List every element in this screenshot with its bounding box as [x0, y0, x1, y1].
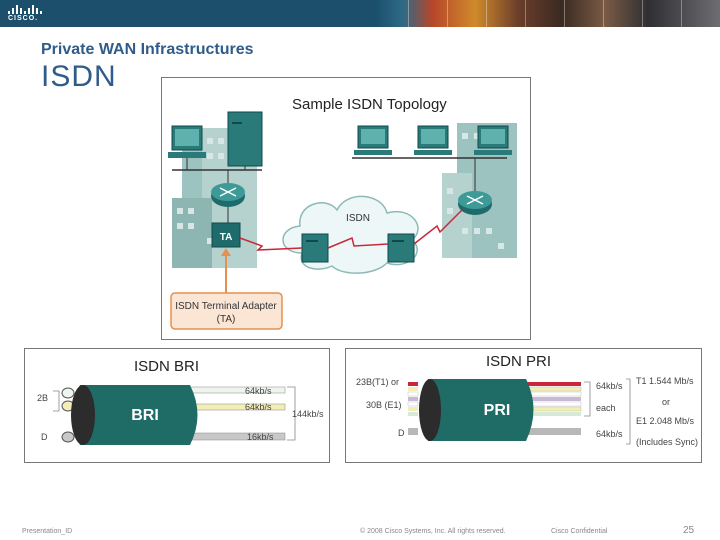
right-router-icon: [458, 158, 492, 215]
header-banner: CISCO.: [0, 0, 720, 27]
isdn-switch-icon-2: [387, 233, 415, 263]
banner-background: [0, 0, 720, 27]
bri-cable-label: BRI: [131, 407, 159, 424]
server-icon: [227, 111, 263, 170]
bri-wire-end-1: [61, 387, 75, 399]
pri-t1-label: 23B(T1) or: [356, 377, 399, 387]
ta-label: TA: [220, 232, 233, 243]
cisco-logo-icon: [8, 5, 44, 14]
right-pc-icon-3: [474, 125, 512, 155]
pri-d-label: D: [398, 428, 405, 438]
pri-total-bracket: [626, 378, 631, 445]
isdn-switch-icon-1: [301, 233, 329, 263]
bri-cable-body: [72, 385, 198, 445]
pri-cable-end: [419, 379, 441, 441]
topology-diagram: TA ISDN ISDN: [168, 111, 517, 330]
page-number: 25: [683, 525, 695, 536]
topology-title: Sample ISDN Topology: [292, 96, 447, 113]
pri-e1-label: 30B (E1): [366, 400, 402, 410]
callout-line-2: (TA): [217, 314, 236, 325]
pri-includes: (Includes Sync): [636, 437, 698, 447]
bri-bracket: [53, 390, 60, 412]
bri-cable-end: [71, 385, 95, 445]
slide-title: ISDN: [41, 60, 117, 93]
pri-rate-2: 64kb/s: [596, 429, 623, 439]
cloud-label: ISDN: [346, 213, 370, 224]
callout-line-1: ISDN Terminal Adapter: [175, 301, 277, 312]
isdn-link-middle: [327, 236, 389, 249]
pri-cable-body: [421, 379, 534, 441]
pri-cable-diagram: 23B(T1) or 30B (E1) D PRI 64kb/s each 64…: [356, 376, 698, 447]
terminal-adapter-icon: TA: [211, 207, 241, 248]
pri-t1: T1 1.544 Mb/s: [636, 376, 694, 386]
bri-d-label: D: [41, 432, 48, 442]
cisco-logo: CISCO.: [8, 5, 44, 23]
pri-title: ISDN PRI: [486, 353, 552, 370]
left-pc-icon: [168, 125, 206, 170]
bri-total-bracket: [287, 386, 296, 441]
pri-b-bracket: [584, 381, 591, 417]
pri-cable-label: PRI: [484, 402, 511, 419]
bri-rate-1: 64kb/s: [245, 386, 272, 396]
bri-total: 144kb/s: [292, 409, 324, 419]
isdn-link-left: [239, 237, 303, 251]
pri-or: or: [662, 397, 670, 407]
bri-2b-label: 2B: [37, 393, 48, 403]
bri-rate-2: 64kb/s: [245, 402, 272, 412]
bri-title: ISDN BRI: [134, 358, 200, 375]
pri-rate-1: 64kb/s: [596, 381, 623, 391]
footer-copyright: © 2008 Cisco Systems, Inc. All rights re…: [360, 528, 506, 535]
right-pc-icon-2: [414, 125, 452, 155]
footer-confidential: Cisco Confidential: [551, 528, 608, 535]
banner-photo-strip: [408, 0, 720, 27]
cisco-logo-text: CISCO.: [8, 15, 39, 22]
bri-rate-3: 16kb/s: [247, 432, 274, 442]
ta-callout: ISDN Terminal Adapter (TA): [170, 292, 283, 330]
pri-e1: E1 2.048 Mb/s: [636, 416, 695, 426]
bri-cable-diagram: 2B D BRI 64kb/s 64kb/s 16kb/s 144kb/s: [37, 385, 324, 445]
right-pc-icon-1: [354, 125, 392, 155]
isdn-link-right: [413, 209, 463, 245]
slide-subtitle: Private WAN Infrastructures: [41, 41, 254, 58]
pri-each: each: [596, 403, 616, 413]
footer-presentation-id: Presentation_ID: [22, 528, 73, 535]
bri-wire-end-3: [61, 431, 75, 443]
callout-arrowhead-icon: [221, 248, 231, 256]
left-router-icon: [211, 170, 245, 207]
pri-wire-ends-left: [407, 382, 419, 435]
